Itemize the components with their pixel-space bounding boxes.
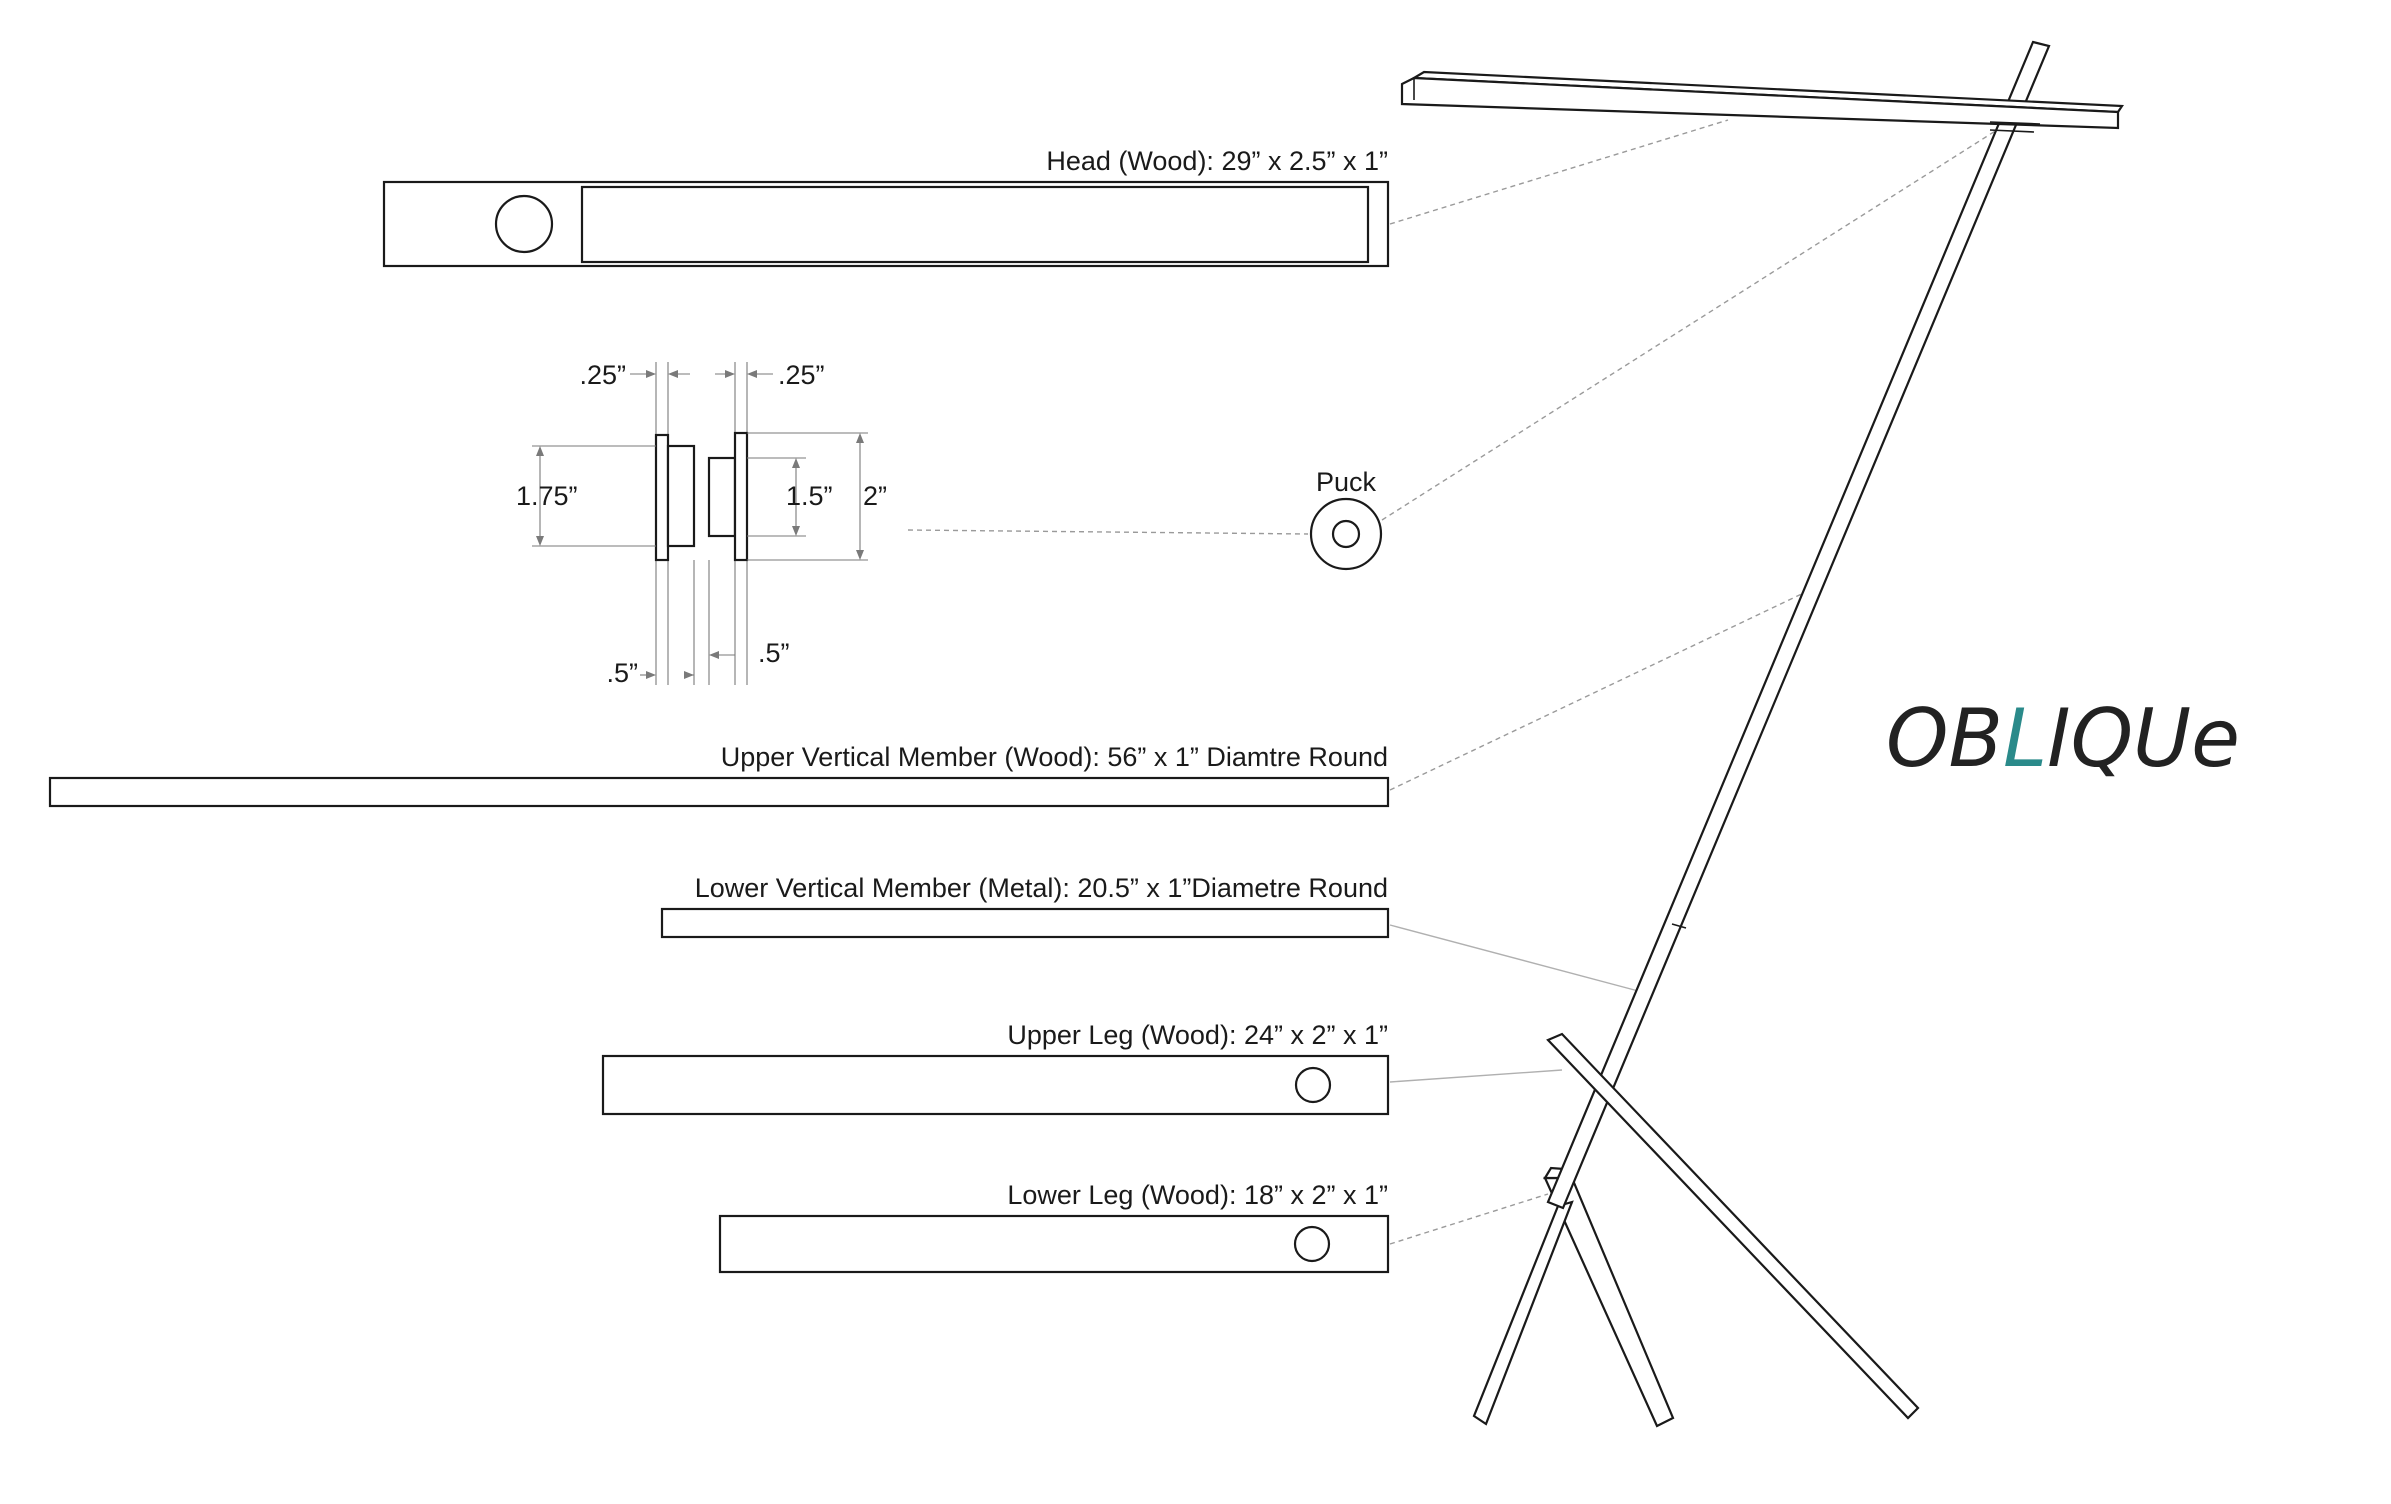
lamp-assembly — [1400, 40, 2124, 1428]
head-label: Head (Wood): 29” x 2.5” x 1” — [1046, 146, 1388, 176]
lower-leg-outline — [718, 1214, 1390, 1274]
dim-top-left: .25” — [579, 360, 626, 390]
lower-leg-leader — [1389, 1193, 1549, 1245]
dim-bottom-right: .5” — [758, 638, 790, 668]
head-light-panel — [580, 185, 1370, 264]
assembly-pole-joint — [1671, 923, 1687, 929]
lower-leg-part: Lower Leg (Wood): 18” x 2” x 1” — [718, 1180, 1390, 1274]
upper-vertical-part: Upper Vertical Member (Wood): 56” x 1” D… — [48, 742, 1390, 808]
assembly-leaders — [1381, 119, 2001, 1245]
oblique-logo: OBLIQUe — [1886, 692, 2240, 785]
puck-right-body — [707, 456, 737, 538]
lower-vertical-label: Lower Vertical Member (Metal): 20.5” x 1… — [695, 873, 1388, 903]
puck-left-body — [666, 444, 696, 548]
dim-outer-height: 2” — [863, 481, 887, 511]
assembly-upper-leg — [1546, 1032, 1920, 1420]
puck-part: Puck — [1309, 467, 1383, 571]
puck-inner — [1331, 519, 1361, 549]
puck-leader — [1381, 127, 2001, 521]
upper-vertical-outline — [48, 776, 1390, 808]
lower-vertical-outline — [660, 907, 1390, 939]
lower-vertical-leader — [1389, 924, 1643, 993]
lower-leg-hole — [1293, 1225, 1331, 1263]
puck-section-detail: .25” .25” 1.75” 1.5” 2” . — [516, 360, 887, 688]
upper-leg-label: Upper Leg (Wood): 24” x 2” x 1” — [1007, 1020, 1388, 1050]
assembly-left-foot — [1472, 1200, 1574, 1426]
upper-leg-part: Upper Leg (Wood): 24” x 2” x 1” — [601, 1020, 1390, 1116]
puck-left-flange — [654, 433, 670, 562]
upper-leg-outline — [601, 1054, 1390, 1116]
head-leader — [1389, 119, 1729, 225]
head-hole — [494, 194, 554, 254]
puck-right-flange — [733, 431, 749, 562]
upper-vertical-leader — [1389, 589, 1811, 791]
lower-leg-label: Lower Leg (Wood): 18” x 2” x 1” — [1007, 1180, 1388, 1210]
dim-bottom-left: .5” — [606, 658, 638, 688]
puck-detail-leader — [907, 529, 1309, 535]
dim-left-height: 1.75” — [516, 481, 578, 511]
head-part: Head (Wood): 29” x 2.5” x 1” — [382, 146, 1390, 268]
upper-vertical-label: Upper Vertical Member (Wood): 56” x 1” D… — [721, 742, 1388, 772]
assembly-pole — [1546, 40, 2051, 1210]
lower-vertical-part: Lower Vertical Member (Metal): 20.5” x 1… — [660, 873, 1390, 939]
puck-label: Puck — [1316, 467, 1377, 497]
dim-top-right: .25” — [778, 360, 825, 390]
upper-leg-leader — [1389, 1069, 1563, 1083]
upper-leg-hole — [1294, 1066, 1332, 1104]
logo-text: OBLIQUe — [1886, 692, 2240, 785]
dim-inner-height: 1.5” — [786, 481, 833, 511]
assembly-head — [1400, 76, 2120, 130]
